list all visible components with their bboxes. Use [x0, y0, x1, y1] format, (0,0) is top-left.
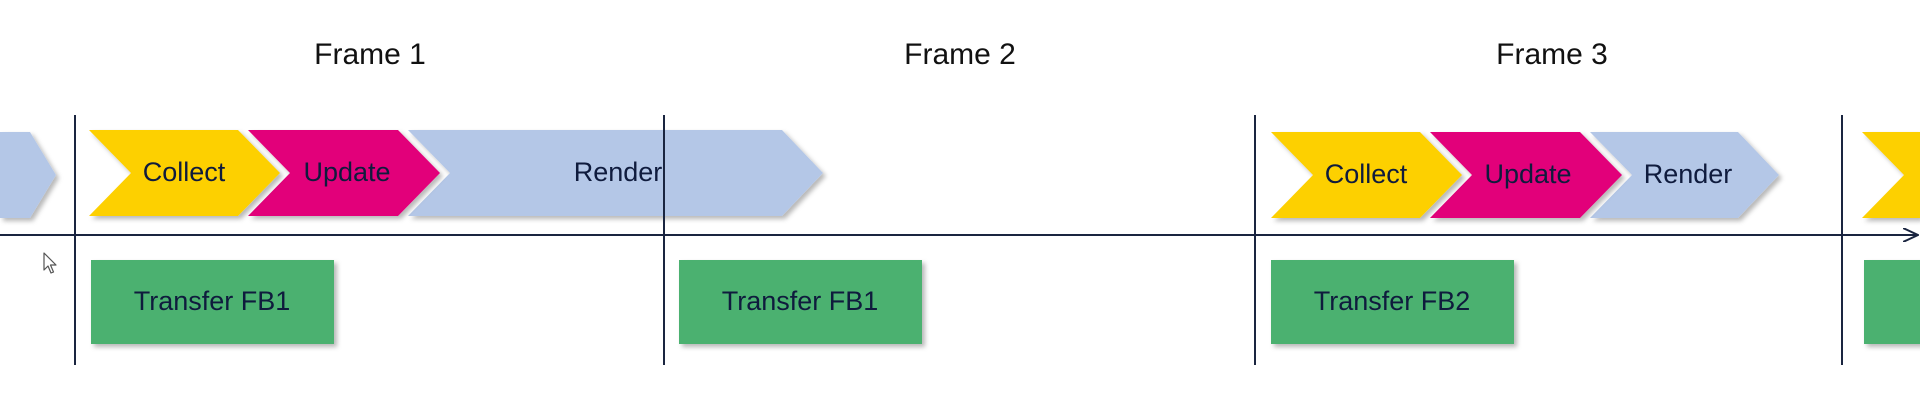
frame-1-collect-chevron	[89, 130, 280, 216]
previous-render-chevron	[0, 132, 56, 218]
frame-1-update-label: Update	[303, 157, 390, 187]
transfer-box-2-label: Transfer FB1	[722, 286, 879, 316]
frame-3-render-label: Render	[1644, 159, 1733, 189]
frame-3-title: Frame 3	[1496, 38, 1608, 71]
transfer-box-3-label: Transfer FB2	[1314, 286, 1471, 316]
transfer-box-2	[679, 260, 922, 344]
frame-2-title: Frame 2	[904, 38, 1016, 71]
transfer-box-next	[1864, 260, 1920, 344]
frame-3-collect-chevron	[1271, 132, 1462, 218]
frame-3-update-chevron	[1430, 132, 1622, 218]
frame-1-update-chevron	[248, 130, 440, 216]
transfer-box-1	[91, 260, 334, 344]
transfer-box-3	[1271, 260, 1514, 344]
frame-3-collect-label: Collect	[1325, 159, 1408, 189]
next-collect-chevron	[1862, 132, 1920, 218]
frame-3-update-label: Update	[1484, 159, 1571, 189]
frame-3-render-chevron	[1590, 132, 1779, 218]
mouse-cursor-icon	[43, 252, 57, 274]
frame-1-render-chevron	[408, 130, 823, 216]
transfer-box-1-label: Transfer FB1	[134, 286, 291, 316]
frame-1-render-label: Render	[574, 157, 663, 187]
frame-1-title: Frame 1	[314, 38, 426, 71]
frame-1-collect-label: Collect	[143, 157, 226, 187]
